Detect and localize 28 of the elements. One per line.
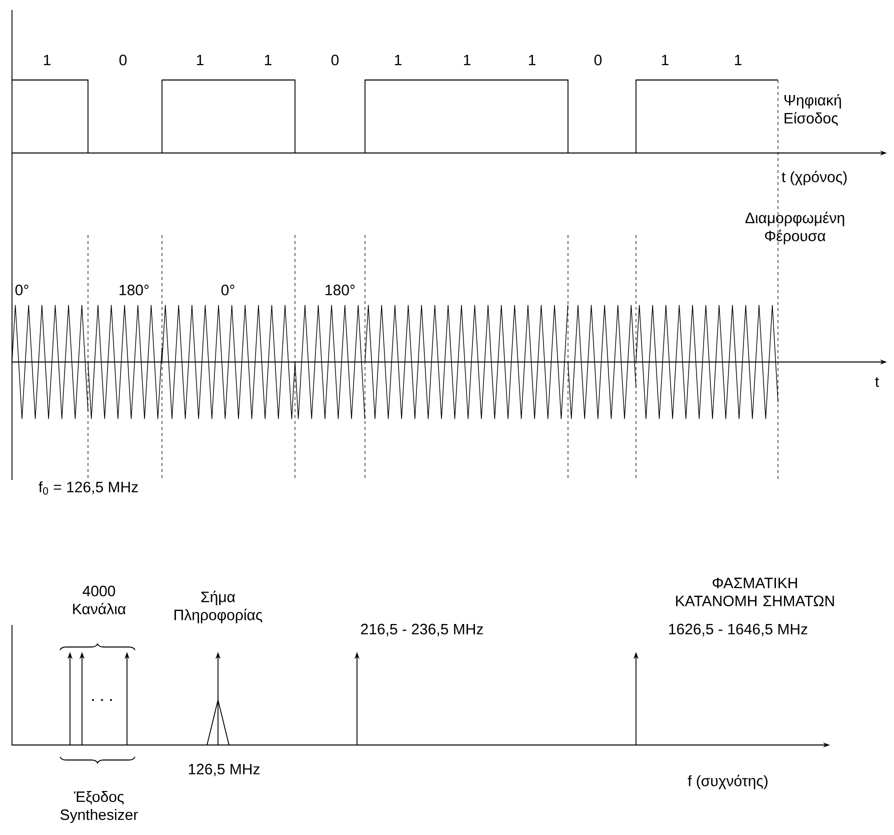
frequency-label: 1626,5 - 1646,5 MHz bbox=[669, 624, 808, 636]
frequency-label: 216,5 - 236,5 MHz bbox=[361, 624, 483, 636]
signal-label: Διαμορφωμένη Φέρουσα bbox=[745, 212, 844, 244]
frequency-label: 126,5 MHz bbox=[188, 764, 260, 776]
bit-label: 0 bbox=[331, 54, 339, 66]
bit-label: 1 bbox=[196, 54, 204, 66]
bit-label: 0 bbox=[119, 54, 127, 66]
bit-label: 1 bbox=[264, 54, 272, 66]
phase-label: 180° bbox=[326, 284, 355, 296]
group-label: Έξοδος Synthesizer bbox=[60, 791, 138, 823]
axis-label: t bbox=[875, 377, 879, 387]
phase-label: 0° bbox=[221, 284, 234, 296]
section-title: ΦΑΣΜΑΤΙΚΗ ΚΑΤΑΝΟΜΗ ΣΗΜΑΤΩΝ bbox=[676, 578, 834, 606]
group-label: 4000 Κανάλια bbox=[73, 586, 126, 614]
bit-label: 1 bbox=[734, 54, 742, 66]
signal-label: Σήμα Πληροφορίας bbox=[174, 590, 262, 624]
frequency-label: f$_{0}$ = 126,5 MHz bbox=[38, 481, 138, 495]
signal-label: Ψηφιακή Είσοδος bbox=[784, 94, 841, 126]
phase-label: 0° bbox=[15, 284, 28, 296]
bit-label: 1 bbox=[662, 54, 668, 66]
bit-label: 1 bbox=[528, 54, 536, 66]
axis-label: t (χρόνος) bbox=[782, 170, 847, 186]
phase-label: 180° bbox=[120, 284, 149, 296]
bit-label: 1 bbox=[394, 54, 402, 66]
bit-label: 1 bbox=[44, 54, 50, 66]
axis-label: f (συχνότης) bbox=[688, 774, 768, 790]
bit-label: 1 bbox=[464, 54, 470, 66]
bit-label: 0 bbox=[594, 54, 602, 66]
